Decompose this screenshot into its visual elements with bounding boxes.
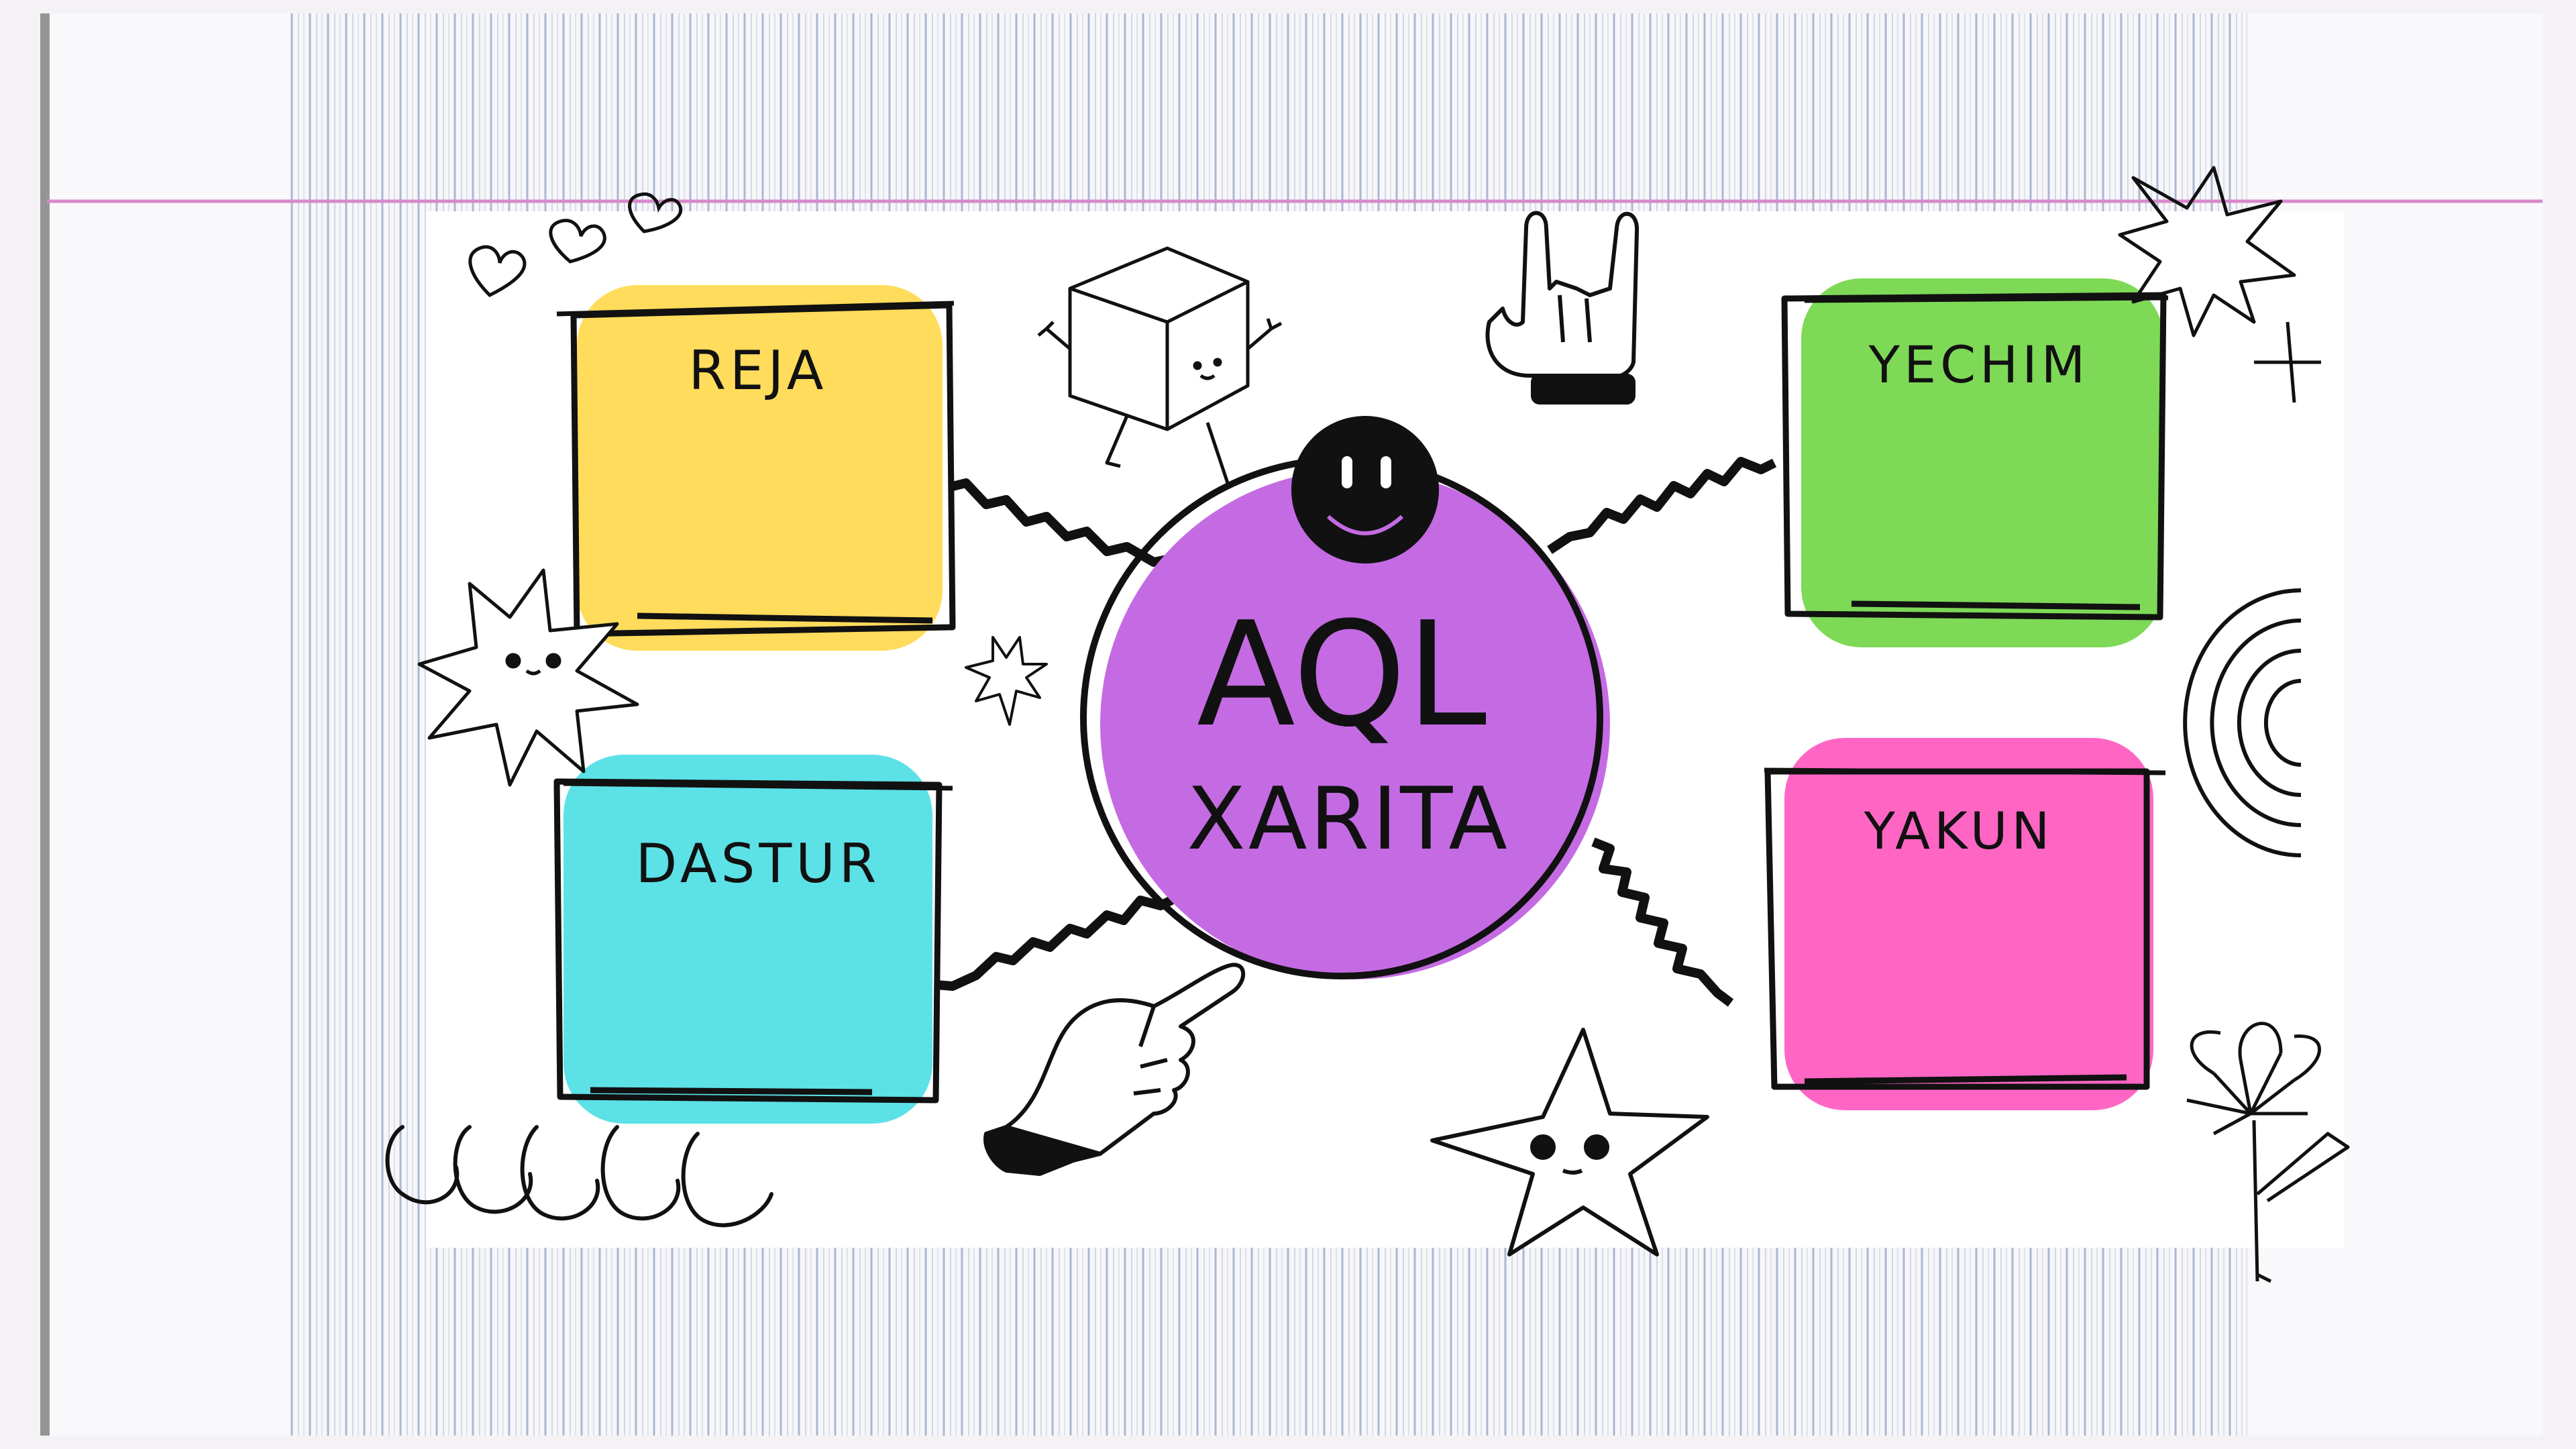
card-yakun-frame-overline [1764, 767, 2166, 775]
central-title: AQL [1197, 590, 1487, 759]
flower-icon [2186, 1022, 2350, 1283]
left-page-shadow [40, 13, 50, 1436]
card-dastur[interactable]: DASTUR [553, 755, 953, 1124]
card-dastur-label: DASTUR [636, 833, 881, 895]
card-dastur-fill [564, 755, 932, 1124]
card-yechim-frame [1781, 292, 2167, 621]
central-node[interactable]: AQL XARITA [1080, 456, 1610, 979]
central-subtitle: XARITA [1187, 769, 1510, 869]
card-yakun[interactable]: YAKUN [1764, 738, 2166, 1110]
spiral-icon [2183, 588, 2302, 857]
card-yechim-frame-overline [1804, 295, 2169, 303]
card-reja-frame-overline [556, 301, 955, 317]
smiley-face-icon [1291, 416, 1439, 564]
connector-yechim [1547, 457, 1777, 554]
wave-doodle-icon [385, 1125, 773, 1228]
small-burst-icon [965, 636, 1048, 726]
cube-character-icon [1037, 246, 1283, 484]
heart-icon [468, 192, 683, 298]
connector-reja [951, 478, 1210, 576]
card-dastur-underline [590, 1087, 873, 1095]
card-yechim-label: YECHIM [1868, 335, 2090, 394]
card-reja-fill [577, 285, 943, 651]
card-yakun-underline [1804, 1074, 2127, 1085]
card-yakun-label: YAKUN [1864, 801, 2054, 861]
card-yechim[interactable]: YECHIM [1781, 278, 2169, 647]
central-node-fill [1100, 470, 1610, 979]
connector-dastur [935, 894, 1177, 991]
card-yakun-fill [1784, 738, 2153, 1110]
card-reja-label: REJA [688, 339, 827, 402]
card-reja[interactable]: REJA [556, 285, 956, 651]
sparkle-icon [2254, 321, 2321, 403]
card-yechim-fill [1801, 278, 2163, 647]
burst-star-icon [2118, 166, 2296, 337]
pointing-hand-icon [983, 963, 1246, 1176]
rock-hand-icon [1485, 211, 1640, 405]
card-dastur-frame-overline [563, 781, 953, 791]
connector-yakun [1591, 837, 1734, 1007]
card-yechim-underline [1851, 600, 2141, 610]
card-reja-underline [637, 612, 933, 624]
card-dastur-frame [553, 778, 943, 1104]
burst-star-character-icon [417, 568, 639, 787]
star-character-icon [1430, 1028, 1709, 1256]
connectors [935, 457, 1777, 1007]
